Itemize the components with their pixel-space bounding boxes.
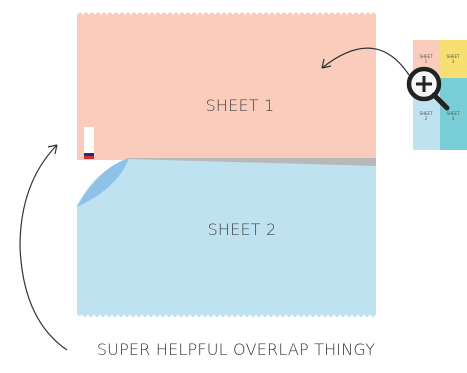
zoom-in-magnifier-icon xyxy=(406,66,450,111)
page-curl xyxy=(77,158,129,207)
overlap-arrow-head xyxy=(47,144,58,155)
mini-label-sheet-1-line-1: SHEET xyxy=(419,54,433,59)
mini-label-sheet-4-line-1: SHEET xyxy=(446,111,460,116)
sheet-2-panel xyxy=(77,159,376,317)
registration-mark-icon xyxy=(84,127,94,159)
mini-label-sheet-2-line-2: 2 xyxy=(425,116,428,121)
zoom-arrow xyxy=(321,47,410,76)
mini-label-sheet-2-line-1: SHEET xyxy=(419,111,433,116)
mini-label-sheet-4-line-2: 4 xyxy=(452,116,455,121)
mini-label-sheet-1-line-2: 1 xyxy=(425,59,428,64)
overlap-band xyxy=(127,158,376,166)
mini-label-sheet-3-line-2: 3 xyxy=(452,59,455,64)
sheet-2-label: SHEET 2 xyxy=(208,220,277,239)
zoom-arrow-head xyxy=(321,58,332,69)
mini-label-sheet-3-line-1: SHEET xyxy=(446,54,460,59)
sheet-1-label: SHEET 1 xyxy=(206,96,275,115)
mini-sheet-preview xyxy=(413,40,467,150)
overlap-arrow xyxy=(19,144,68,351)
sheet-1-panel xyxy=(77,12,376,160)
overlap-caption: SUPER HELPFUL OVERLAP THINGY xyxy=(97,340,375,359)
